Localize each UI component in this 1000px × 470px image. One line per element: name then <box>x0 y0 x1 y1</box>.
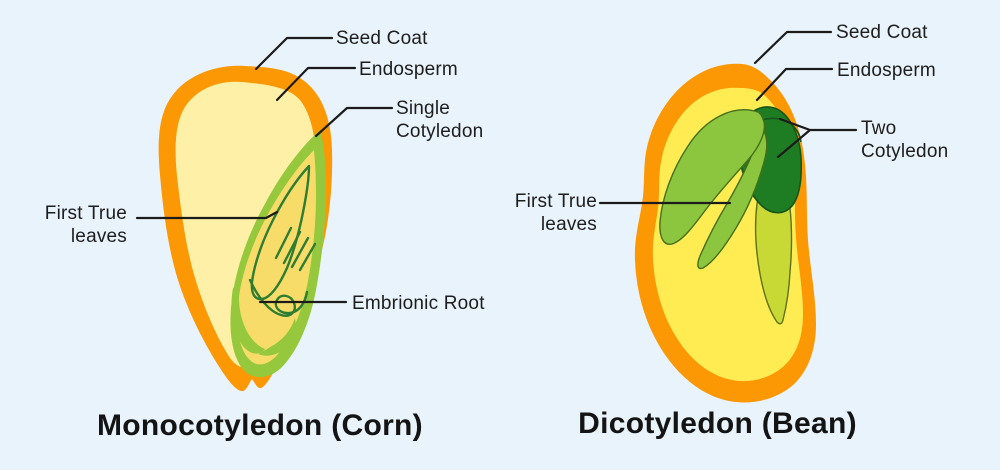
corn-endosperm-label: Endosperm <box>359 59 458 80</box>
corn-endosperm-leader-line <box>275 66 357 102</box>
corn-single-cotyledon-label-line2: Cotyledon <box>396 121 484 142</box>
bean-seed-illustration <box>634 63 816 403</box>
bean-two-cotyledon-label-line1: Two <box>861 118 897 139</box>
corn-diagram-title: Monocotyledon (Corn) <box>97 409 423 442</box>
bean-diagram-title: Dicotyledon (Bean) <box>578 407 857 440</box>
corn-embrionic-root-label: Embrionic Root <box>352 293 485 314</box>
corn-first-true-leaves-label-line2: leaves <box>70 226 127 247</box>
corn-single-cotyledon-leader-line <box>314 106 394 138</box>
bean-endosperm-leader-line <box>755 67 834 102</box>
corn-first-true-leaves-label: First True leaves <box>17 202 127 248</box>
bean-first-leaf-front-shape <box>659 109 766 245</box>
bean-two-cotyledon-leader-line <box>776 117 858 159</box>
bean-endosperm-label: Endosperm <box>837 60 936 81</box>
bean-seed-coat-label: Seed Coat <box>836 22 928 43</box>
corn-first-leaves-hatch-lines <box>274 226 317 272</box>
bean-seed-coat-leader-line <box>753 30 833 65</box>
corn-seed-coat-label: Seed Coat <box>336 28 428 49</box>
corn-embryo-hook-shape <box>231 287 265 354</box>
corn-first-true-leaves-label-line1: First True <box>44 203 127 224</box>
bean-two-cotyledon-label-line2: Cotyledon <box>861 141 949 162</box>
corn-seed-coat-leader-line <box>254 36 334 71</box>
corn-seed-illustration <box>158 65 333 392</box>
corn-single-cotyledon-label: Single Cotyledon <box>396 97 483 143</box>
bean-first-true-leaves-label-line2: leaves <box>540 214 597 235</box>
bean-two-cotyledon-label: Two Cotyledon <box>861 117 948 163</box>
corn-embryo-curl-shape <box>258 318 296 356</box>
bean-first-true-leaves-label-line1: First True <box>514 191 597 212</box>
corn-single-cotyledon-label-line1: Single <box>396 98 451 119</box>
corn-first-true-leaves-leader-line <box>135 210 279 220</box>
bean-first-true-leaves-label: First True leaves <box>487 190 597 236</box>
corn-embrionic-root-swirl <box>248 278 309 317</box>
bean-first-leaf-back-shape <box>697 126 768 270</box>
